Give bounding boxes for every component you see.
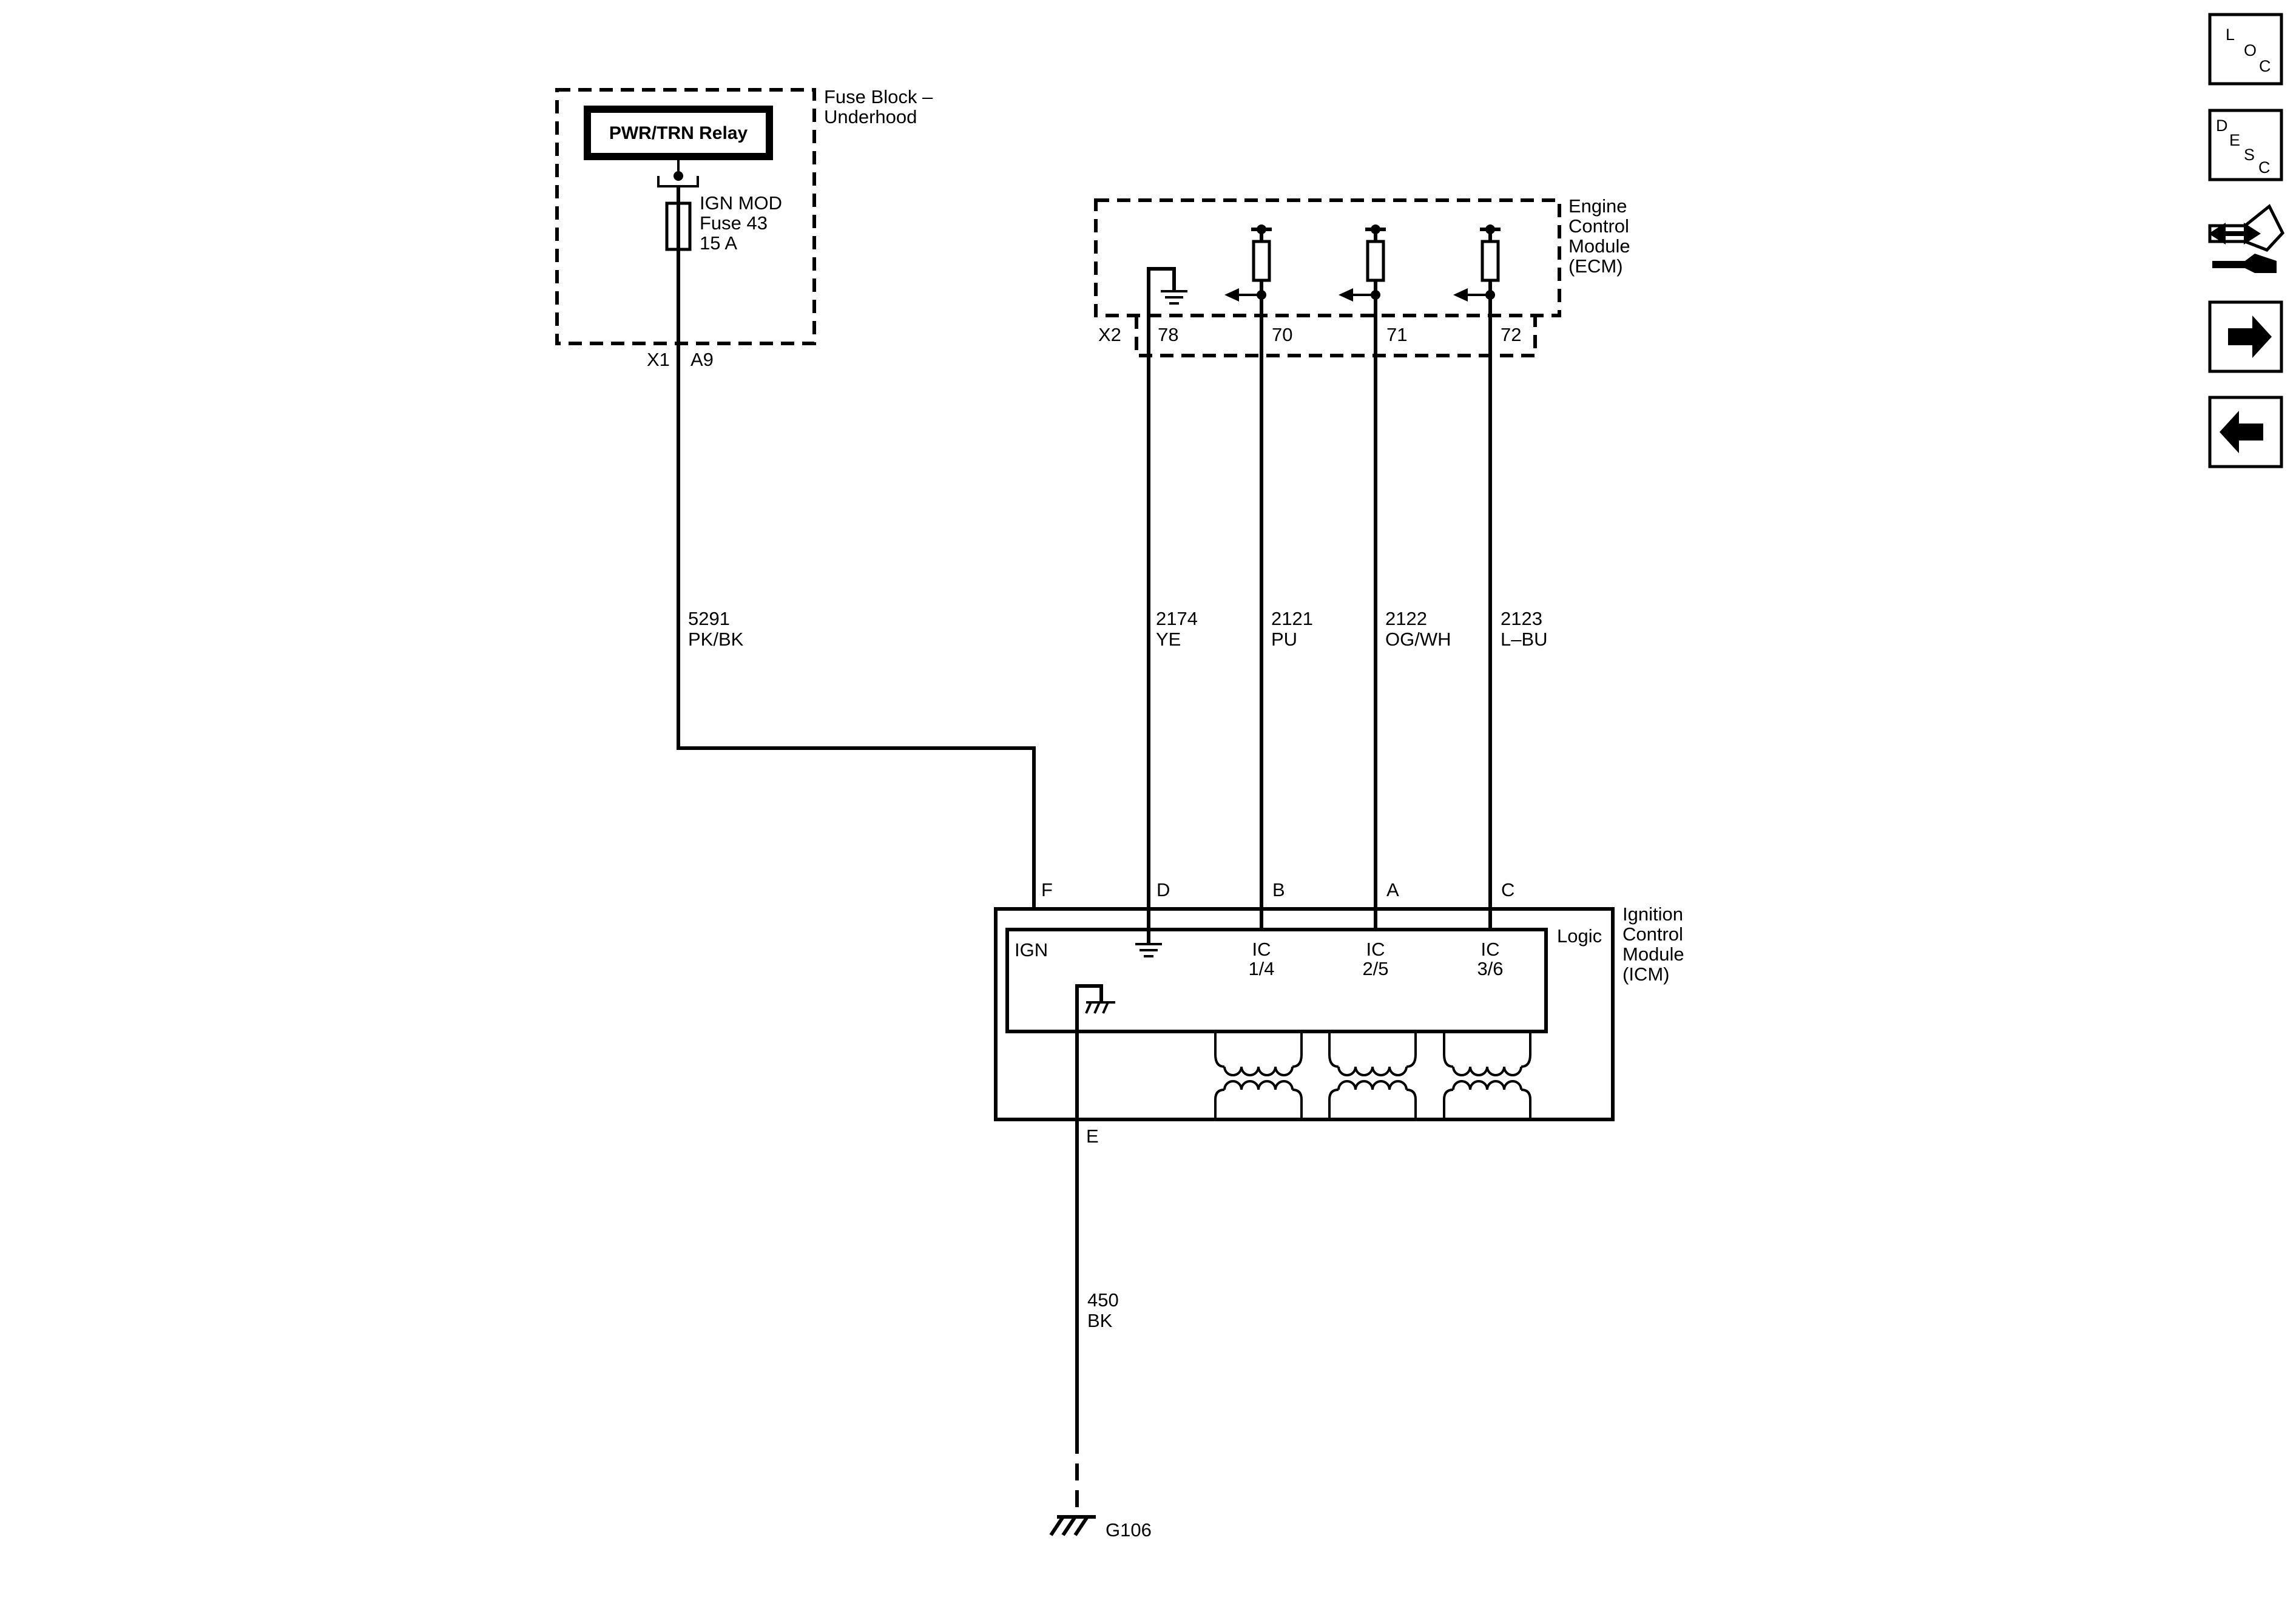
icm-ic-3-channel: 3/6 xyxy=(1477,958,1503,979)
ecm-connector-x2-outline xyxy=(1135,316,1537,357)
wire-2121-color: PU xyxy=(1271,629,1297,650)
icm-ic-1-channel: 1/4 xyxy=(1248,958,1274,979)
icm-pin-d-label: D xyxy=(1156,879,1170,900)
nav-loc-button[interactable]: L O C xyxy=(2208,13,2283,86)
ecm-name-line1: Engine xyxy=(1568,195,1627,217)
ecm-pin-78-label: 78 xyxy=(1158,324,1178,345)
icm-pin-e-label: E xyxy=(1086,1126,1099,1147)
fuse-block-pin-label: A9 xyxy=(690,349,714,370)
wire-450-circuit: 450 xyxy=(1087,1289,1119,1311)
ecm-pin-71-label: 71 xyxy=(1386,324,1407,345)
icm-ic-3-title: IC xyxy=(1481,939,1500,960)
fuse-block-outline xyxy=(555,88,816,345)
wire-2121-circuit: 2121 xyxy=(1271,608,1313,629)
fuse-block-name-line2: Underhood xyxy=(824,106,917,127)
desc-letter-s: S xyxy=(2244,146,2255,164)
wire-2122-color: OG/WH xyxy=(1385,629,1451,650)
previous-arrow-button[interactable] xyxy=(2208,396,2283,468)
fuse-label-line3: 15 A xyxy=(700,232,737,254)
icm-logic-box xyxy=(1005,928,1548,1033)
wire-2174-circuit: 2174 xyxy=(1156,608,1198,629)
fuse-block-underhood: Fuse Block – Underhood PWR/TRN Relay IGN… xyxy=(555,86,933,370)
ecm-name-line3: Module xyxy=(1568,235,1630,257)
wire-2122-circuit: 2122 xyxy=(1385,608,1427,629)
fuse-block-connector-label: X1 xyxy=(647,349,670,370)
nav-desc-button[interactable]: D E S C xyxy=(2208,109,2283,181)
relay-label: PWR/TRN Relay xyxy=(609,123,748,143)
ecm-driver-70-arrow-icon xyxy=(1224,288,1239,302)
icm-logic-label: Logic xyxy=(1557,925,1602,947)
icm-pin-a-label: A xyxy=(1386,879,1399,900)
icm-name-line3: Module xyxy=(1622,944,1684,965)
next-arrow-button[interactable] xyxy=(2208,300,2283,373)
icm-outline xyxy=(994,907,1615,1121)
loc-letter-l: L xyxy=(2226,25,2235,44)
ecm-driver-72 xyxy=(1453,224,1501,337)
ignition-coil-3-6 xyxy=(1443,1031,1531,1119)
wire-2123-circuit: 2123 xyxy=(1501,608,1542,629)
icm-name-line1: Ignition xyxy=(1622,903,1683,925)
ecm-signal-ground-icon xyxy=(1161,290,1187,305)
icm-ic-2-title: IC xyxy=(1366,939,1385,960)
wire-450-color: BK xyxy=(1087,1310,1113,1331)
ecm-name-line4: (ECM) xyxy=(1568,255,1623,277)
ignition-coil-1-4 xyxy=(1214,1031,1303,1119)
icm-chassis-ground-lead xyxy=(1075,984,1103,1121)
wire-2123-color: L–BU xyxy=(1501,629,1548,650)
ground-g106: G106 xyxy=(1049,1515,1152,1541)
wire-5291-circuit: 5291 xyxy=(688,608,730,629)
ecm-connector-label: X2 xyxy=(1098,324,1121,345)
connector-view-icon[interactable] xyxy=(2208,204,2285,273)
ecm-ground-lead xyxy=(1147,267,1176,337)
loc-letter-c: C xyxy=(2259,57,2271,75)
icm-ic-1-title: IC xyxy=(1252,939,1271,960)
ecm-driver-71 xyxy=(1339,224,1386,337)
icm-pin-c-label: C xyxy=(1501,879,1514,900)
fuse-label-line2: Fuse 43 xyxy=(700,212,768,234)
next-arrow-icon xyxy=(2228,316,2272,358)
wire-5291 xyxy=(677,249,1036,909)
ignition-control-module: Logic Ignition Control Module (ICM) F D … xyxy=(994,879,1684,1147)
ecm-driver-70 xyxy=(1224,224,1272,337)
desc-letter-d: D xyxy=(2216,116,2228,135)
icm-name-line4: (ICM) xyxy=(1622,964,1669,985)
circuit-wires: 5291 PK/BK 2174 YE 2121 PU 2122 OG/WH 21… xyxy=(677,249,1548,1517)
ecm-driver-71-arrow-icon xyxy=(1339,288,1353,302)
g106-label: G106 xyxy=(1106,1519,1152,1541)
ecm-pin-70-label: 70 xyxy=(1272,324,1292,345)
icm-ign-label: IGN xyxy=(1015,939,1048,960)
icm-pin-b-label: B xyxy=(1272,879,1285,900)
desc-letter-c: C xyxy=(2258,158,2271,177)
fuse-block-name-line1: Fuse Block – xyxy=(824,86,933,107)
ecm-pin-72-label: 72 xyxy=(1501,324,1521,345)
engine-control-module: Engine Control Module (ECM) xyxy=(1094,195,1630,357)
ecm-name-line2: Control xyxy=(1568,215,1629,237)
icm-ic-2-channel: 2/5 xyxy=(1362,958,1388,979)
fuse-label-line1: IGN MOD xyxy=(700,192,782,214)
icm-chassis-ground-icon xyxy=(1085,1001,1115,1014)
desc-letter-e: E xyxy=(2229,131,2240,149)
icm-pin-f-label: F xyxy=(1041,879,1053,900)
icm-name-line2: Control xyxy=(1622,923,1683,945)
ecm-driver-72-arrow-icon xyxy=(1453,288,1468,302)
wire-2174-color: YE xyxy=(1156,629,1181,650)
ecm-outline xyxy=(1094,198,1561,317)
loc-letter-o: O xyxy=(2244,41,2257,59)
wire-5291-color: PK/BK xyxy=(688,629,744,650)
icm-signal-ground-icon xyxy=(1135,943,1162,957)
ignition-coil-2-5 xyxy=(1328,1031,1417,1119)
previous-arrow-icon xyxy=(2220,411,2263,453)
